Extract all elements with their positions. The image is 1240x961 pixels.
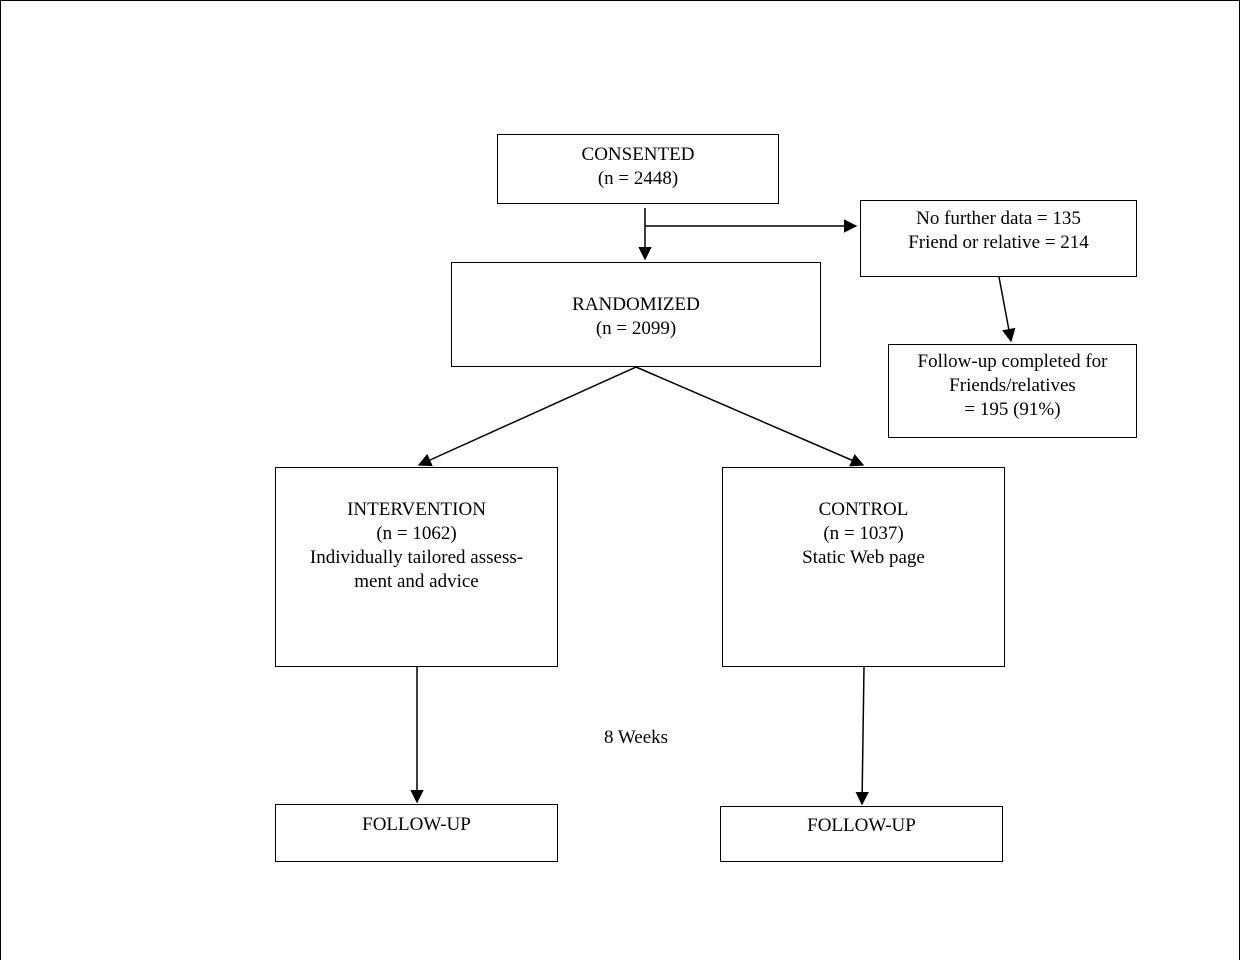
intervention-desc-line2: ment and advice [354, 571, 479, 592]
intervention-desc-line1: Individually tailored assess- [309, 547, 524, 568]
consented-count: (n = 2448) [597, 168, 679, 189]
control-desc: Static Web page [802, 547, 925, 568]
followup-control-label: FOLLOW-UP [807, 815, 916, 836]
followup-intervention-box: FOLLOW-UP [275, 804, 558, 862]
randomized-count: (n = 2099) [595, 318, 677, 339]
consented-title: CONSENTED [581, 144, 695, 165]
control-title: CONTROL [818, 499, 909, 520]
intervention-title: INTERVENTION [347, 499, 486, 520]
intervention-box: INTERVENTION (n = 1062) Individually tai… [275, 467, 558, 667]
excluded-box: No further data = 135 Friend or relative… [860, 200, 1137, 277]
followup-relatives-line2: Friends/relatives [949, 375, 1076, 396]
followup-intervention-label: FOLLOW-UP [362, 814, 471, 835]
randomized-title: RANDOMIZED [572, 294, 700, 315]
arrow-to-intervention [417, 366, 637, 467]
followup-relatives-box: Follow-up completed for Friends/relative… [888, 344, 1137, 438]
consented-box: CONSENTED (n = 2448) [497, 134, 779, 204]
followup-relatives-line1: Follow-up completed for [917, 351, 1108, 372]
control-box: CONTROL (n = 1037) Static Web page [722, 467, 1005, 667]
followup-relatives-line3: = 195 (91%) [964, 399, 1061, 420]
arrow-control-to-followup [855, 666, 869, 806]
followup-control-box: FOLLOW-UP [720, 806, 1003, 862]
control-count: (n = 1037) [823, 523, 904, 544]
randomized-box: RANDOMIZED (n = 2099) [451, 262, 821, 367]
friend-or-relative: Friend or relative = 214 [908, 232, 1089, 253]
intervention-count: (n = 1062) [376, 523, 457, 544]
arrow-to-control [635, 366, 865, 467]
no-further-data: No further data = 135 [916, 208, 1081, 229]
interval-label: 8 Weeks [603, 727, 669, 748]
arrow-excluded-to-followup-relatives [998, 276, 1016, 343]
